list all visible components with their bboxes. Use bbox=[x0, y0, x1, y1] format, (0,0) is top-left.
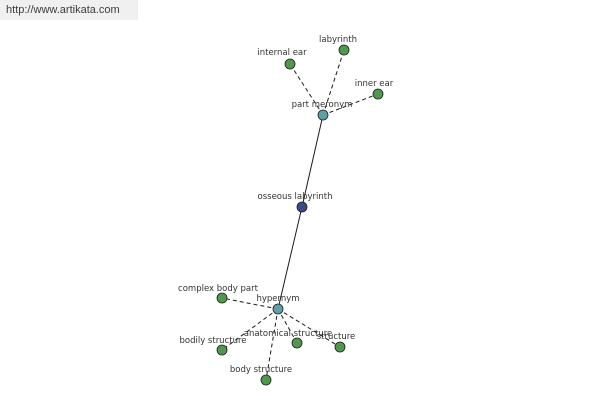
node-label-inner-ear[interactable]: inner ear bbox=[355, 79, 394, 89]
node-label-hypernym[interactable]: hypernym bbox=[256, 294, 299, 304]
node-labyrinth[interactable] bbox=[338, 44, 350, 56]
edge-part-meronym-to-labyrinth bbox=[322, 49, 345, 116]
node-bodily-structure[interactable] bbox=[216, 344, 228, 356]
node-body-structure[interactable] bbox=[260, 374, 272, 386]
edge-part-meronym-to-internal-ear bbox=[289, 63, 324, 116]
edge-hypernym-to-body-structure bbox=[265, 308, 279, 381]
nodes-layer bbox=[216, 44, 384, 386]
node-internal-ear[interactable] bbox=[284, 58, 296, 70]
node-osseous-labyrinth[interactable] bbox=[296, 201, 308, 213]
edge-hypernym-to-complex-body-part bbox=[221, 297, 279, 310]
node-label-complex-body-part[interactable]: complex body part bbox=[178, 284, 259, 294]
node-label-osseous-labyrinth[interactable]: osseous labyrinth bbox=[258, 192, 333, 202]
node-structure[interactable] bbox=[334, 341, 346, 353]
node-part-meronym[interactable] bbox=[317, 109, 329, 121]
edge-part-meronym-to-inner-ear bbox=[322, 93, 379, 116]
source-link[interactable]: http://www.artikata.com bbox=[0, 0, 138, 20]
node-label-structure[interactable]: structure bbox=[317, 332, 356, 342]
edges-layer bbox=[221, 49, 379, 381]
edge-hypernym-to-structure bbox=[277, 308, 341, 348]
node-label-labyrinth[interactable]: labyrinth bbox=[319, 35, 357, 45]
labels-layer: labyrinth internal ear inner ear part meron… bbox=[178, 35, 394, 375]
node-hypernym[interactable] bbox=[272, 303, 284, 315]
node-label-bodily-structure[interactable]: bodily structure bbox=[179, 336, 246, 346]
node-label-internal-ear[interactable]: internal ear bbox=[257, 48, 307, 58]
edge-hypernym-to-bodily-structure bbox=[221, 308, 279, 351]
node-anatomical-structure[interactable] bbox=[291, 337, 303, 349]
node-inner-ear[interactable] bbox=[372, 88, 384, 100]
edge-osseous-labyrinth-to-part-meronym bbox=[301, 114, 324, 208]
node-label-part-meronym[interactable]: part meronym bbox=[292, 100, 353, 110]
node-label-body-structure[interactable]: body structure bbox=[230, 365, 292, 375]
edge-osseous-labyrinth-to-hypernym bbox=[277, 206, 303, 310]
node-label-anatomical-structure[interactable]: anatomical structure bbox=[244, 329, 333, 339]
node-complex-body-part[interactable] bbox=[216, 292, 228, 304]
